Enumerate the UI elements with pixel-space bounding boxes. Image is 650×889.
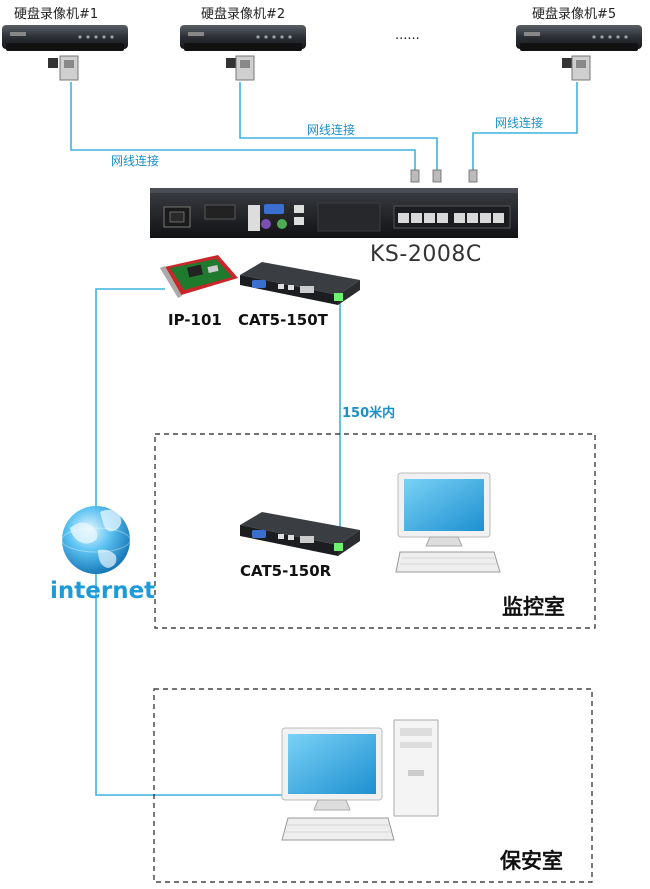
dvr-2-label: 硬盘录像机#2 (201, 7, 286, 22)
switch-cable-plugs (410, 169, 478, 183)
network-label-1: 网线连接 (111, 154, 160, 168)
dvr-1-label: 硬盘录像机#1 (14, 7, 99, 22)
dvr-1-connector (48, 55, 79, 81)
dvr-5 (516, 25, 642, 51)
security-room-box (153, 688, 593, 883)
switch-label: KS-2008C (370, 242, 482, 267)
cat5-150r-device (240, 512, 360, 556)
ip-101-board (160, 255, 238, 298)
cable-dvr5 (472, 82, 578, 175)
internet-globe-icon (61, 506, 131, 574)
monitor-room-computer (395, 472, 501, 573)
cable-dvr1 (70, 82, 416, 175)
cat5-150t-label: CAT5-150T (238, 311, 328, 329)
ks-2008c-switch (150, 188, 518, 238)
security-room-label: 保安室 (500, 849, 563, 873)
network-label-2: 网线连接 (307, 123, 356, 137)
dvr-2-connector (226, 55, 255, 81)
security-room-computer (281, 719, 439, 841)
cable-dvr2 (239, 82, 438, 175)
cat5-150r-label: CAT5-150R (240, 562, 332, 580)
dvr-2 (180, 25, 306, 51)
dvr-ellipsis: ...... (395, 28, 420, 43)
dvr-5-label: 硬盘录像机#5 (532, 7, 617, 22)
cat5-150t-device (240, 262, 360, 305)
monitor-room-box (154, 433, 596, 629)
network-label-3: 网线连接 (495, 116, 544, 130)
internet-label: internet (50, 578, 156, 604)
dvr-5-connector (562, 55, 591, 81)
dvr-1 (2, 25, 128, 51)
distance-label: 150米内 (342, 406, 396, 421)
ip-101-label: IP-101 (168, 311, 222, 329)
monitor-room-label: 监控室 (502, 595, 565, 619)
